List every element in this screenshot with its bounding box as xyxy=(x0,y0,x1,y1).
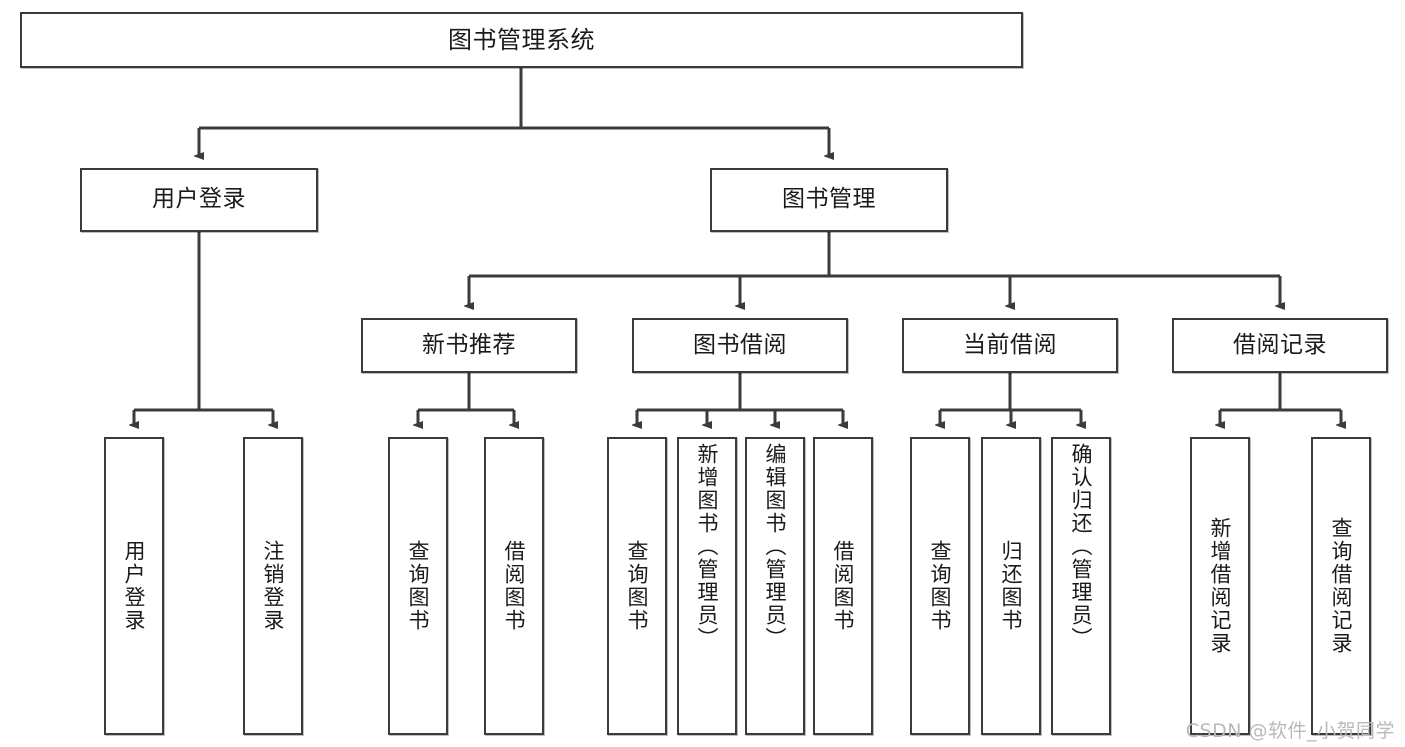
node-label: 编辑图书（管理员） xyxy=(763,443,788,650)
node-label: 新增借阅记录 xyxy=(1208,517,1233,655)
node-label: 查询图书 xyxy=(625,540,650,632)
node-book-borrow[interactable]: 图书借阅 xyxy=(632,318,848,373)
node-label: 查询图书 xyxy=(406,540,431,632)
node-label: 图书管理 xyxy=(782,186,876,213)
node-label: 图书管理系统 xyxy=(448,25,595,54)
leaf-borrow-book-2[interactable]: 借阅图书 xyxy=(813,437,873,735)
node-label: 借阅图书 xyxy=(831,540,856,632)
node-current-borrow[interactable]: 当前借阅 xyxy=(902,318,1118,373)
node-label: 用户登录 xyxy=(152,186,246,213)
leaf-edit-book-admin[interactable]: 编辑图书（管理员） xyxy=(745,437,805,735)
node-new-book-recommend[interactable]: 新书推荐 xyxy=(361,318,577,373)
node-label: 借阅图书 xyxy=(502,540,527,632)
node-label: 归还图书 xyxy=(999,540,1024,632)
leaf-query-borrow-record[interactable]: 查询借阅记录 xyxy=(1311,437,1371,735)
leaf-user-login[interactable]: 用户登录 xyxy=(104,437,164,735)
leaf-add-borrow-record[interactable]: 新增借阅记录 xyxy=(1190,437,1250,735)
node-label: 图书借阅 xyxy=(693,331,787,358)
node-book-manage[interactable]: 图书管理 xyxy=(710,168,948,232)
node-root[interactable]: 图书管理系统 xyxy=(20,12,1023,68)
leaf-query-book-2[interactable]: 查询图书 xyxy=(607,437,667,735)
node-label: 查询借阅记录 xyxy=(1329,517,1354,655)
node-label: 确认归还（管理员） xyxy=(1069,443,1094,650)
node-label: 注销登录 xyxy=(261,540,286,632)
node-label: 用户登录 xyxy=(122,540,147,632)
leaf-return-book[interactable]: 归还图书 xyxy=(981,437,1041,735)
node-label: 新增图书（管理员） xyxy=(695,443,720,650)
leaf-query-book-3[interactable]: 查询图书 xyxy=(910,437,970,735)
node-label: 查询图书 xyxy=(928,540,953,632)
node-label: 借阅记录 xyxy=(1233,331,1327,358)
watermark-text: CSDN @软件_小贺同学 xyxy=(1185,720,1395,742)
leaf-add-book-admin[interactable]: 新增图书（管理员） xyxy=(677,437,737,735)
node-borrow-record[interactable]: 借阅记录 xyxy=(1172,318,1388,373)
node-label: 新书推荐 xyxy=(422,331,516,358)
node-label: 当前借阅 xyxy=(963,331,1057,358)
leaf-confirm-return-admin[interactable]: 确认归还（管理员） xyxy=(1051,437,1111,735)
node-user-login[interactable]: 用户登录 xyxy=(80,168,318,232)
leaf-borrow-book-1[interactable]: 借阅图书 xyxy=(484,437,544,735)
leaf-logout[interactable]: 注销登录 xyxy=(243,437,303,735)
leaf-query-book-1[interactable]: 查询图书 xyxy=(388,437,448,735)
